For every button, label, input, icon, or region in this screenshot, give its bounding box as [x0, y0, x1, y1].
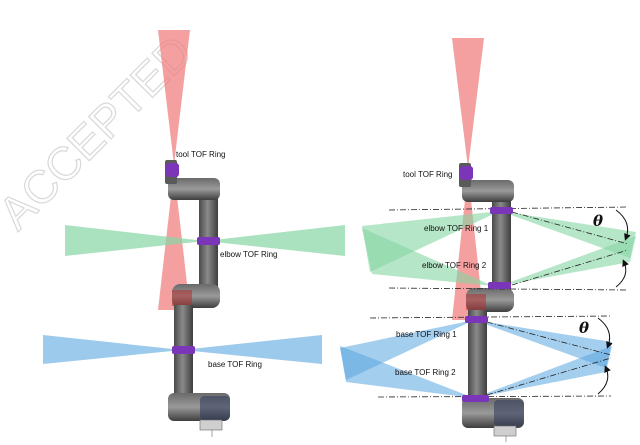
- elbow-tof-ring2-right: [488, 282, 511, 289]
- reference-lines: [369, 206, 629, 398]
- angle-arc-bottom: [597, 317, 613, 349]
- base-tof-ring-left: [172, 346, 195, 354]
- tool-tof-ring-label-left: tool TOF Ring: [176, 150, 226, 159]
- elbow-ring2-cone-left: [362, 228, 493, 286]
- base-sensing-cone-left-side: [43, 335, 182, 364]
- base-tof-ring2-label: base TOF Ring 2: [395, 368, 456, 377]
- elbow-tof-ring1-right: [490, 207, 513, 214]
- elbow-sensing-cone-left-side: [65, 225, 205, 256]
- base-tof-ring1-label: base TOF Ring 1: [396, 330, 457, 339]
- base-ring2-cone-right: [474, 346, 612, 398]
- base-tof-ring2-right: [462, 395, 489, 402]
- tool-sensing-cone-right: [452, 38, 484, 168]
- base-tof-ring1-right: [465, 316, 488, 323]
- elbow-ring1-cone-right: [500, 211, 636, 258]
- base-sensing-cone-right-side: [182, 335, 322, 364]
- angle-arc-top-lower: [615, 259, 629, 288]
- elbow-tof-ring1-label: elbow TOF Ring 1: [424, 224, 489, 233]
- tool-tof-ring-left: [166, 163, 179, 177]
- base-ring1-cone-right: [474, 320, 612, 368]
- elbow-ring2-cone-right: [500, 236, 636, 286]
- base-tof-ring-label-left: base TOF Ring: [208, 360, 262, 369]
- elbow-tof-ring-label-left: elbow TOF Ring: [220, 250, 278, 259]
- elbow-tof-ring-left: [197, 237, 220, 245]
- angle-arc-bottom-lower: [597, 365, 611, 395]
- theta-symbol-top: θ: [593, 212, 603, 230]
- angle-arc-top: [615, 209, 631, 241]
- tool-sensing-cone-left: [158, 30, 190, 165]
- base-ring2-cone-left: [340, 346, 474, 398]
- right-panel: tool TOF Ring elbow TOF Ring 1 elbow TOF…: [340, 38, 636, 442]
- theta-symbol-bottom: θ: [579, 319, 589, 337]
- elbow-sensing-cone-right-side: [205, 225, 345, 256]
- left-panel: tool TOF Ring elbow TOF Ring base TOF Ri…: [43, 30, 345, 437]
- tool-tof-ring-label-right: tool TOF Ring: [403, 170, 453, 179]
- tool-tof-ring-right: [460, 166, 473, 180]
- elbow-tof-ring2-label: elbow TOF Ring 2: [422, 261, 487, 270]
